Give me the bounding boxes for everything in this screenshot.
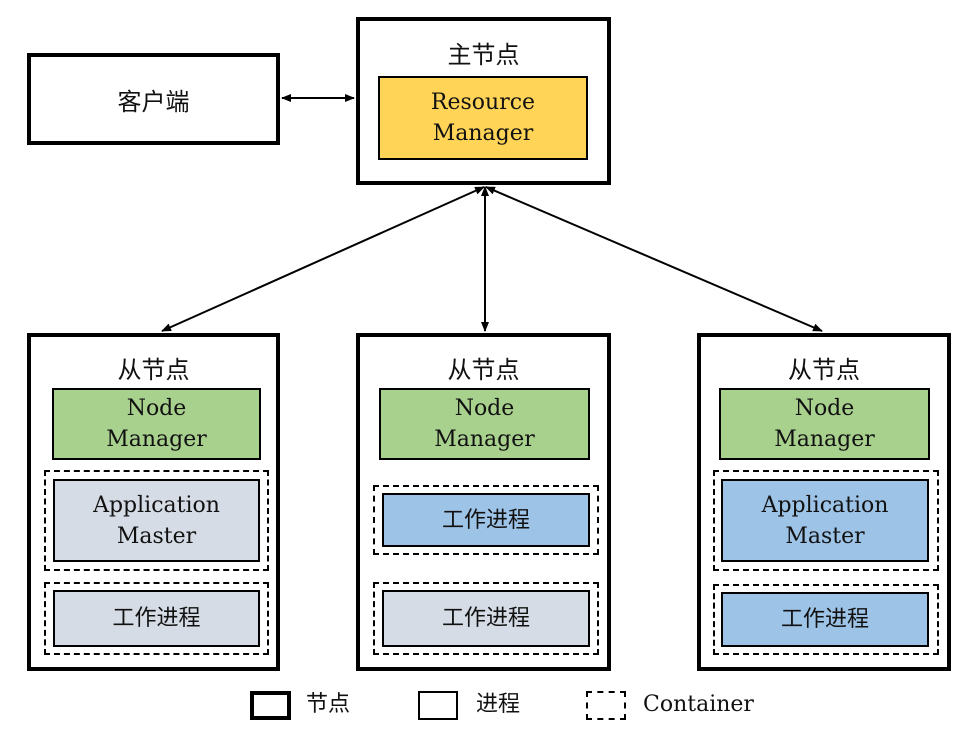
legend: 节点 进程 Container [250,688,770,722]
worker-node-title: 从节点 [447,356,520,384]
node-manager-label: Node Manager [434,396,535,452]
container-1: Application Master [44,470,269,571]
worker-node-title: 从节点 [788,356,860,384]
node-manager: Node Manager [379,388,590,460]
worker-process-label: 工作进程 [441,606,530,631]
application-master-label: Application Master [761,492,889,549]
container-2: 工作进程 [713,584,939,655]
legend-process-label: 进程 [476,692,521,717]
container-1: 工作进程 [373,485,599,555]
resource-manager-label: Resource Manager [430,90,536,146]
worker-node-2: 从节点 Node Manager 工作进程 工作进程 [356,333,611,671]
worker-node-3: 从节点 Node Manager Application Master 工作进程 [697,333,951,671]
application-master: Application Master [53,479,260,562]
client-label: 客户端 [117,87,190,116]
container-2: 工作进程 [373,582,599,655]
worker-process: 工作进程 [53,590,260,647]
worker-process-label: 工作进程 [441,507,530,533]
container-2: 工作进程 [44,582,269,655]
node-manager-label: Node Manager [774,396,875,452]
worker-node-1: 从节点 Node Manager Application Master 工作进程 [27,333,280,671]
worker-process-label: 工作进程 [112,606,201,631]
master-node-title: 主节点 [447,41,520,69]
legend-process-swatch [418,691,458,720]
worker-node-title: 从节点 [117,356,190,384]
node-manager-label: Node Manager [106,396,207,452]
application-master-label: Application Master [93,492,220,549]
application-master: Application Master [721,479,929,562]
worker-process-label: 工作进程 [780,607,869,632]
worker-process: 工作进程 [721,592,929,647]
edge-master-worker-3 [485,186,823,332]
legend-container-label: Container [643,692,754,717]
legend-node-swatch [250,691,291,720]
worker-process: 工作进程 [382,590,590,647]
resource-manager: Resource Manager [378,76,588,160]
master-node: 主节点 Resource Manager [356,17,611,185]
container-1: Application Master [713,470,939,571]
node-manager: Node Manager [52,388,261,460]
legend-node-label: 节点 [306,692,351,717]
worker-process: 工作进程 [382,493,590,547]
node-manager: Node Manager [719,388,930,460]
client-node: 客户端 [27,53,280,145]
legend-container-swatch [586,691,626,720]
edge-master-worker-1 [161,186,485,332]
